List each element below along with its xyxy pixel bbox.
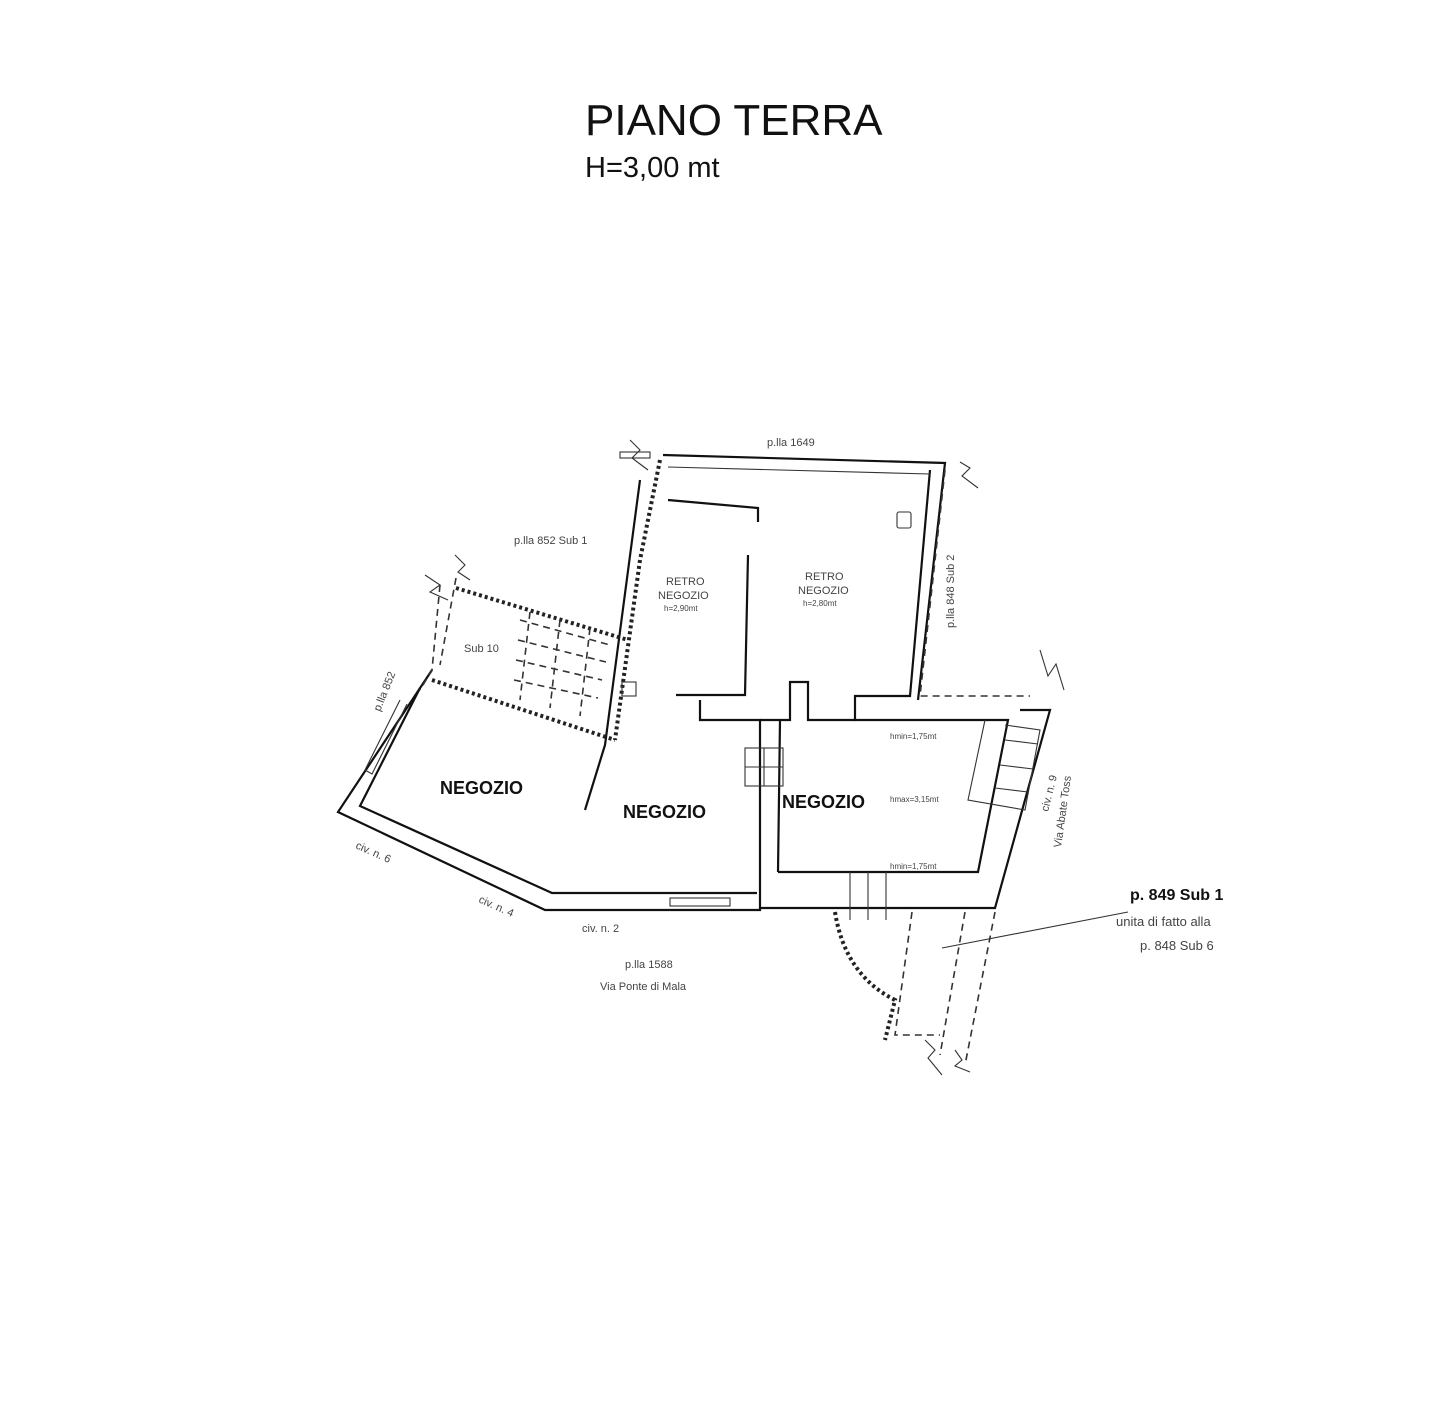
room-sub10: Sub 10 [464, 643, 499, 655]
room-negozio-centre: NEGOZIO [623, 802, 706, 822]
boundary-sub10 [419, 584, 441, 691]
room-retro-1-label2: NEGOZIO [658, 590, 709, 602]
wall-partition-3 [760, 680, 855, 722]
civic-6: civ. n. 6 [354, 840, 393, 866]
wall-bottom-right [760, 708, 1052, 910]
room-retro-2-height: h=2,80mt [803, 599, 837, 608]
wall-centre-left [583, 479, 642, 811]
chimney [896, 511, 912, 529]
annotation-leader [941, 911, 1129, 949]
boundary-sub10-b [439, 577, 457, 666]
height-note-3: hmin=1,75mt [890, 862, 937, 871]
room-negozio-right: NEGOZIO [782, 792, 865, 812]
bottom-openings [619, 451, 887, 920]
stair-steps [513, 611, 611, 717]
hatch-wall-stair-top [455, 586, 629, 642]
height-note-1: hmin=1,75mt [890, 732, 937, 741]
boundary-bottom-right-1 [894, 911, 940, 1036]
civic-2: civ. n. 2 [582, 923, 619, 935]
wall-partition-4 [776, 719, 782, 873]
wall-top-inner [667, 466, 931, 475]
boundary-right [919, 469, 1030, 697]
height-note-2: hmax=3,15mt [890, 795, 939, 804]
room-retro-2-label2: NEGOZIO [798, 585, 849, 597]
neighbour-left-side: p.lla 852 [372, 670, 399, 713]
annotation-line2: p. 848 Sub 6 [1140, 938, 1214, 953]
neighbour-left-top: p.lla 852 Sub 1 [514, 535, 587, 547]
break-marks [424, 439, 1065, 1076]
wall-left-inner [358, 687, 757, 895]
door-grid [744, 747, 784, 787]
plan-subtitle: H=3,00 mt [585, 152, 720, 184]
boundary-bottom-right-2 [939, 911, 966, 1056]
neighbour-right-top: p.lla 848 Sub 2 [945, 555, 957, 628]
wall-partition-1 [676, 554, 750, 697]
wall-partition-2 [698, 700, 762, 850]
stair-right [967, 719, 1041, 811]
room-retro-1-label: RETRO [666, 576, 705, 588]
window-left [364, 699, 408, 775]
annotation-line1: unita di fatto alla [1116, 914, 1211, 929]
room-retro-1-height: h=2,90mt [664, 604, 698, 613]
hatch-wall-stair-bottom [431, 678, 616, 742]
boundary-bottom-right-3 [964, 911, 996, 1066]
room-negozio-left: NEGOZIO [440, 778, 523, 798]
plan-title: PIANO TERRA [585, 96, 883, 145]
civic-4: civ. n. 4 [477, 894, 516, 920]
street-bottom: Via Ponte di Mala [600, 981, 687, 993]
wall-top [662, 453, 947, 701]
walls [336, 439, 1129, 1076]
neighbour-top: p.lla 1649 [767, 437, 815, 449]
door-swing [833, 911, 898, 1041]
annotation-title: p. 849 Sub 1 [1130, 887, 1223, 904]
wall-retro-top [667, 498, 760, 522]
hatch-wall-centre [613, 459, 662, 741]
wall-left-outer [336, 669, 762, 912]
neighbour-bottom: p.lla 1588 [625, 959, 673, 971]
room-retro-2-label: RETRO [805, 571, 844, 583]
niche [621, 681, 637, 697]
